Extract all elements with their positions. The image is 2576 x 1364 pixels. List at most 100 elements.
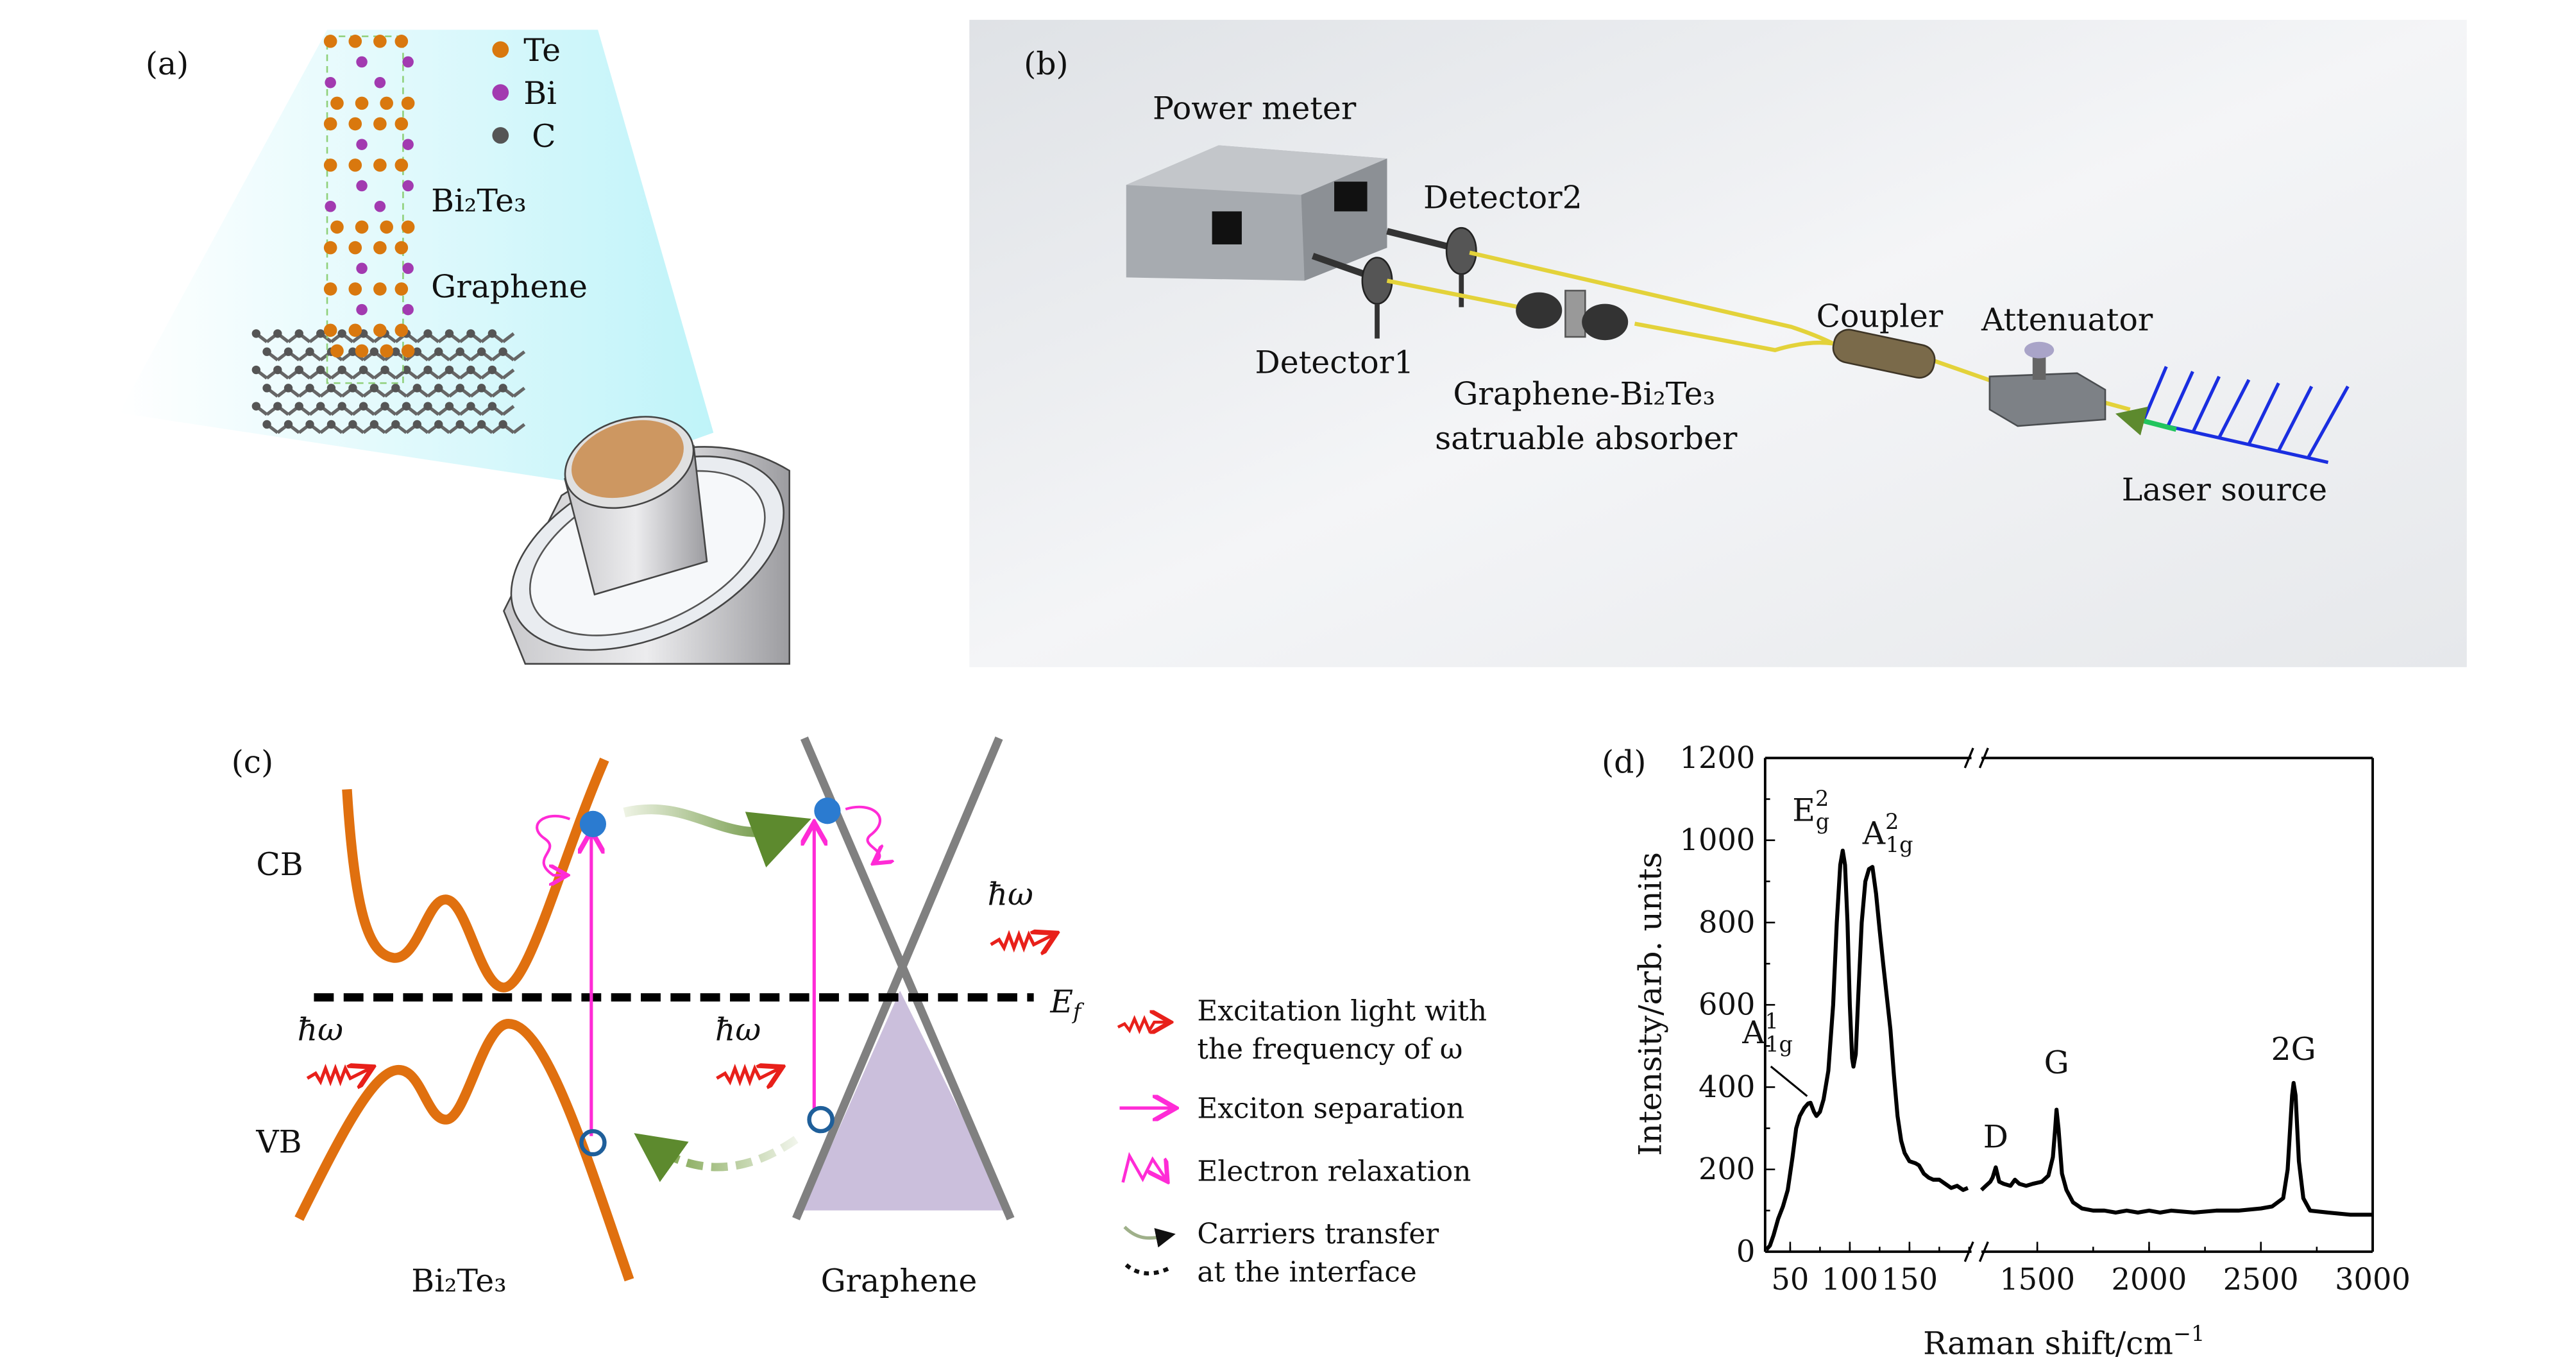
te-atom <box>348 241 362 255</box>
detector1-label: Detector1 <box>1255 345 1414 381</box>
peak-label-base: A <box>1862 815 1886 851</box>
electron-relaxation-icon <box>536 814 571 875</box>
x-tick-label: 150 <box>1881 1262 1938 1297</box>
legend-transfer-1: Carriers transfer <box>1197 1218 1439 1250</box>
te-atom <box>348 158 362 172</box>
te-atom <box>323 117 337 131</box>
peak-label-base: A <box>1741 1014 1765 1051</box>
hole-transfer-arrow <box>634 1133 799 1182</box>
peak-label-sup: 1 <box>1765 1009 1779 1034</box>
carbon-atom <box>326 420 336 429</box>
te-atom <box>401 220 415 234</box>
carbon-bond <box>513 386 526 398</box>
carbon-atom <box>305 347 314 356</box>
carbon-atom <box>337 365 346 375</box>
coupler <box>1832 328 1936 379</box>
te-atom <box>323 282 337 296</box>
detectors <box>1311 226 1477 339</box>
peak-label-sub: 1g <box>1886 832 1913 857</box>
te-atom <box>355 220 369 234</box>
peak-label-sup: 2 <box>1815 786 1829 811</box>
te-atom <box>394 323 409 337</box>
bi-atom <box>402 139 414 150</box>
y-tick-label: 200 <box>1699 1152 1755 1186</box>
bi2te3-band-label: Bi₂Te₃ <box>411 1263 507 1299</box>
carbon-bond <box>502 368 515 380</box>
te-atom <box>394 35 409 48</box>
y-tick-label: 1000 <box>1680 823 1756 857</box>
power-meter-label: Power meter <box>1153 90 1357 126</box>
peak-label-sub: g <box>1816 809 1829 834</box>
carbon-atom <box>251 329 261 338</box>
cb-label: CB <box>256 846 303 883</box>
te-atom-icon <box>492 41 509 58</box>
bi-atom <box>402 56 414 68</box>
carbon-atom <box>369 347 379 356</box>
carbon-atom <box>316 329 325 338</box>
carbon-atom <box>412 347 421 356</box>
carbon-atom <box>337 402 346 411</box>
x-tick-label: 1500 <box>1999 1262 2075 1297</box>
bi-atom <box>402 180 414 192</box>
axis-break-mark <box>1978 747 1989 769</box>
graphene-valence-fill <box>802 991 1010 1211</box>
transfer-legend-icon <box>1123 1225 1176 1248</box>
carbon-atom <box>369 384 379 393</box>
coupler-label: Coupler <box>1817 298 1944 335</box>
graphene-dirac-cone-line <box>792 737 1003 1221</box>
carbon-atom <box>273 329 282 338</box>
electron-transfer-arrow <box>623 804 811 867</box>
te-atom <box>373 158 387 172</box>
x-axis-label-text: Raman shift/cm <box>1923 1326 2173 1362</box>
te-atom <box>373 282 387 296</box>
te-atom <box>348 323 362 337</box>
panel-c: (c) Ef CB VB ħω ħω ħω Bi₂Te₃ Graphene <box>232 736 1487 1299</box>
legend-excitation-2: the frequency of ω <box>1197 1033 1462 1066</box>
te-atom <box>323 323 337 337</box>
peak-label: 2G <box>2271 1031 2316 1068</box>
carbon-atom <box>412 420 421 429</box>
te-atom <box>380 344 393 358</box>
te-atom <box>394 158 409 172</box>
bi-atom <box>356 56 368 68</box>
absorber-label-line2: satruable absorber <box>1435 420 1738 457</box>
carbon-atom <box>294 329 303 338</box>
vb-label: VB <box>255 1124 301 1161</box>
attenuator <box>1988 341 2106 427</box>
hw-label: ħω <box>298 1012 343 1048</box>
carbon-atom <box>498 420 507 429</box>
carbon-atom <box>305 420 314 429</box>
carbon-atom <box>402 365 411 375</box>
c-atom-icon <box>492 127 509 144</box>
carbon-atom <box>477 384 486 393</box>
saturable-absorber <box>1516 289 1629 341</box>
carbon-atom <box>434 420 443 429</box>
carbon-atom <box>316 402 325 411</box>
bi-atom <box>356 139 368 150</box>
carbon-atom <box>487 402 497 411</box>
te-atom <box>373 117 387 131</box>
legend-separation: Exciton separation <box>1197 1092 1464 1125</box>
te-atom <box>355 96 369 110</box>
bi-atom <box>402 262 414 275</box>
carbon-atom <box>348 384 357 393</box>
hole-icon <box>579 1129 607 1157</box>
carbon-atom <box>434 384 443 393</box>
carbon-atom <box>412 384 421 393</box>
carbon-atom <box>466 365 475 375</box>
te-atom <box>323 158 337 172</box>
carbon-atom <box>391 384 400 393</box>
te-atom <box>380 220 393 234</box>
carbon-atom <box>337 329 346 338</box>
carbon-atom <box>294 365 303 375</box>
electron-relaxation-icon <box>845 805 880 862</box>
photon-icon <box>990 935 1054 948</box>
panel-a-label: (a) <box>146 46 189 82</box>
legend-bi: Bi <box>523 75 557 112</box>
panel-b-label: (b) <box>1024 46 1068 82</box>
ef-sub: f <box>1071 999 1085 1024</box>
atom-legend: Te Bi C <box>492 32 561 155</box>
carbon-atom <box>498 347 507 356</box>
x-axis-label-sup: −1 <box>2173 1321 2205 1346</box>
